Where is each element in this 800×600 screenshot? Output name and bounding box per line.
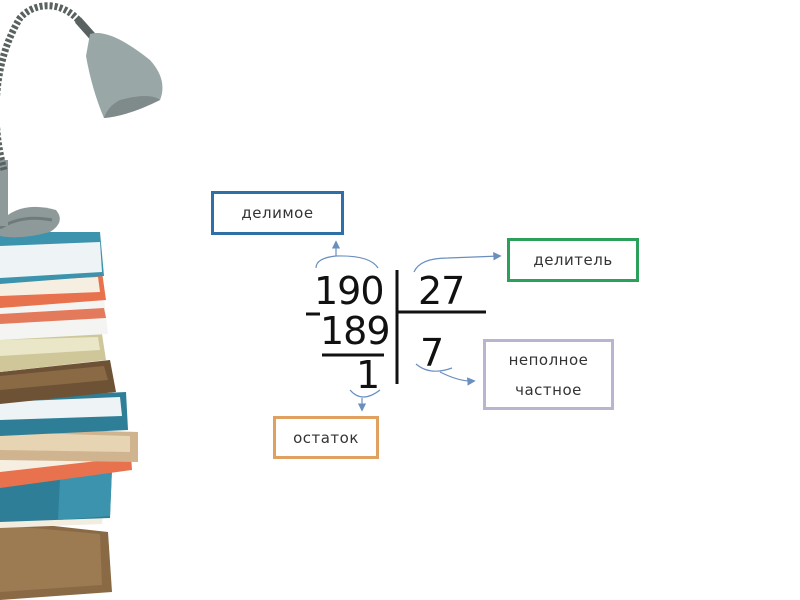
- dividend-number: 190: [314, 269, 385, 313]
- remainder-label: остаток: [293, 428, 359, 447]
- book-icon: [0, 334, 106, 372]
- desk-lamp-illustration: [0, 2, 163, 238]
- dividend-label: делимое: [241, 204, 314, 222]
- arrow-to-dividend: [315, 255, 379, 269]
- quotient-label-line1: неполное: [508, 350, 589, 369]
- book-icon: [0, 392, 128, 436]
- remainder-number: 1: [356, 353, 380, 397]
- book-icon: [0, 520, 112, 600]
- divisor-label: делитель: [533, 251, 613, 269]
- arrow-to-quotient: [415, 363, 474, 381]
- division-bracket: [395, 270, 486, 384]
- divisor-number: 27: [418, 269, 465, 313]
- divisor-label-box: делитель: [507, 238, 639, 282]
- quotient-number: 7: [420, 331, 444, 375]
- subtrahend-number: 189: [320, 309, 391, 353]
- book-icon: [0, 298, 108, 340]
- book-icon: [0, 232, 104, 284]
- arrow-to-remainder: [349, 389, 381, 410]
- dividend-label-box: делимое: [211, 191, 344, 235]
- quotient-label-box: неполное частное: [483, 339, 614, 410]
- arrow-to-divisor: [413, 252, 502, 273]
- book-icon: [0, 360, 116, 404]
- remainder-label-box: остаток: [273, 416, 379, 459]
- quotient-label-line2: частное: [515, 380, 582, 399]
- book-icon: [0, 428, 138, 462]
- books-stack-illustration: [0, 232, 138, 600]
